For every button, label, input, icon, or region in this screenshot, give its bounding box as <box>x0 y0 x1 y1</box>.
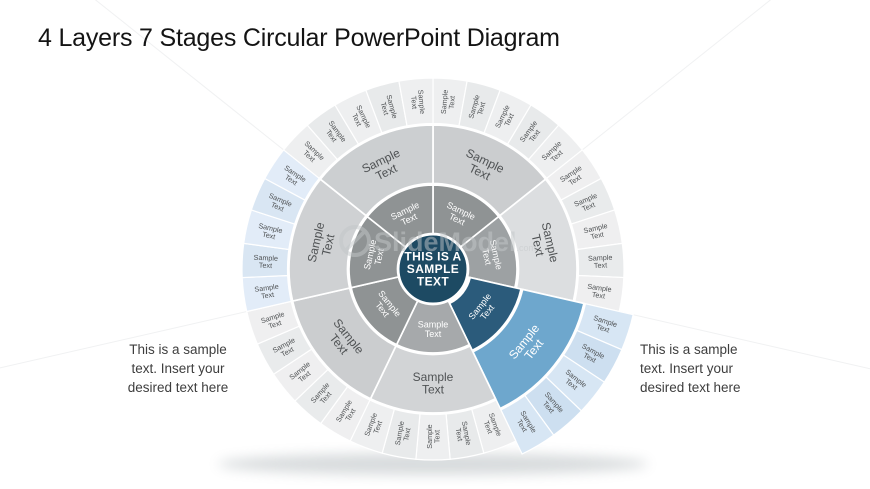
segment-label: SampleText <box>588 253 613 271</box>
left-note-text[interactable]: This is a sample text. Insert your desir… <box>127 342 229 395</box>
stage-7-middle-ring-segment[interactable] <box>319 124 434 217</box>
segment-label: SampleText <box>253 253 278 271</box>
segment-label: SampleText <box>409 89 428 115</box>
segment-label: SampleText <box>254 282 280 302</box>
stage-7[interactable]: SampleTextSampleTextSampleTextSampleText… <box>282 77 434 249</box>
segment-label: SampleText <box>377 94 399 122</box>
stage-5[interactable]: SampleTextSampleTextSampleTextSampleText… <box>246 275 419 442</box>
right-note-text[interactable]: This is a sample text. Insert your desir… <box>640 342 741 395</box>
segment-label: SampleText <box>479 239 505 273</box>
segment-label: SampleText <box>425 424 441 448</box>
slide-title[interactable]: 4 Layers 7 Stages Circular PowerPoint Di… <box>38 24 560 52</box>
center-circle[interactable] <box>397 233 469 305</box>
segment-label: SampleText <box>256 221 283 242</box>
segment-label: SampleText <box>439 89 458 115</box>
segment-label: SampleText <box>453 420 474 447</box>
segment-label: SampleText <box>586 282 612 302</box>
segment-label: SampleText <box>527 221 562 267</box>
segment-label: SampleText <box>466 94 488 122</box>
stage-7-outer-segment-5[interactable] <box>398 77 434 127</box>
watermark-text: SlideModel.com <box>374 227 536 257</box>
ground-shadow <box>218 453 648 475</box>
segment-label: SampleText <box>305 221 340 267</box>
segment-label: SampleText <box>583 221 610 242</box>
segment-label: SampleText <box>393 420 414 447</box>
watermark: SlideModel.com <box>339 225 536 257</box>
